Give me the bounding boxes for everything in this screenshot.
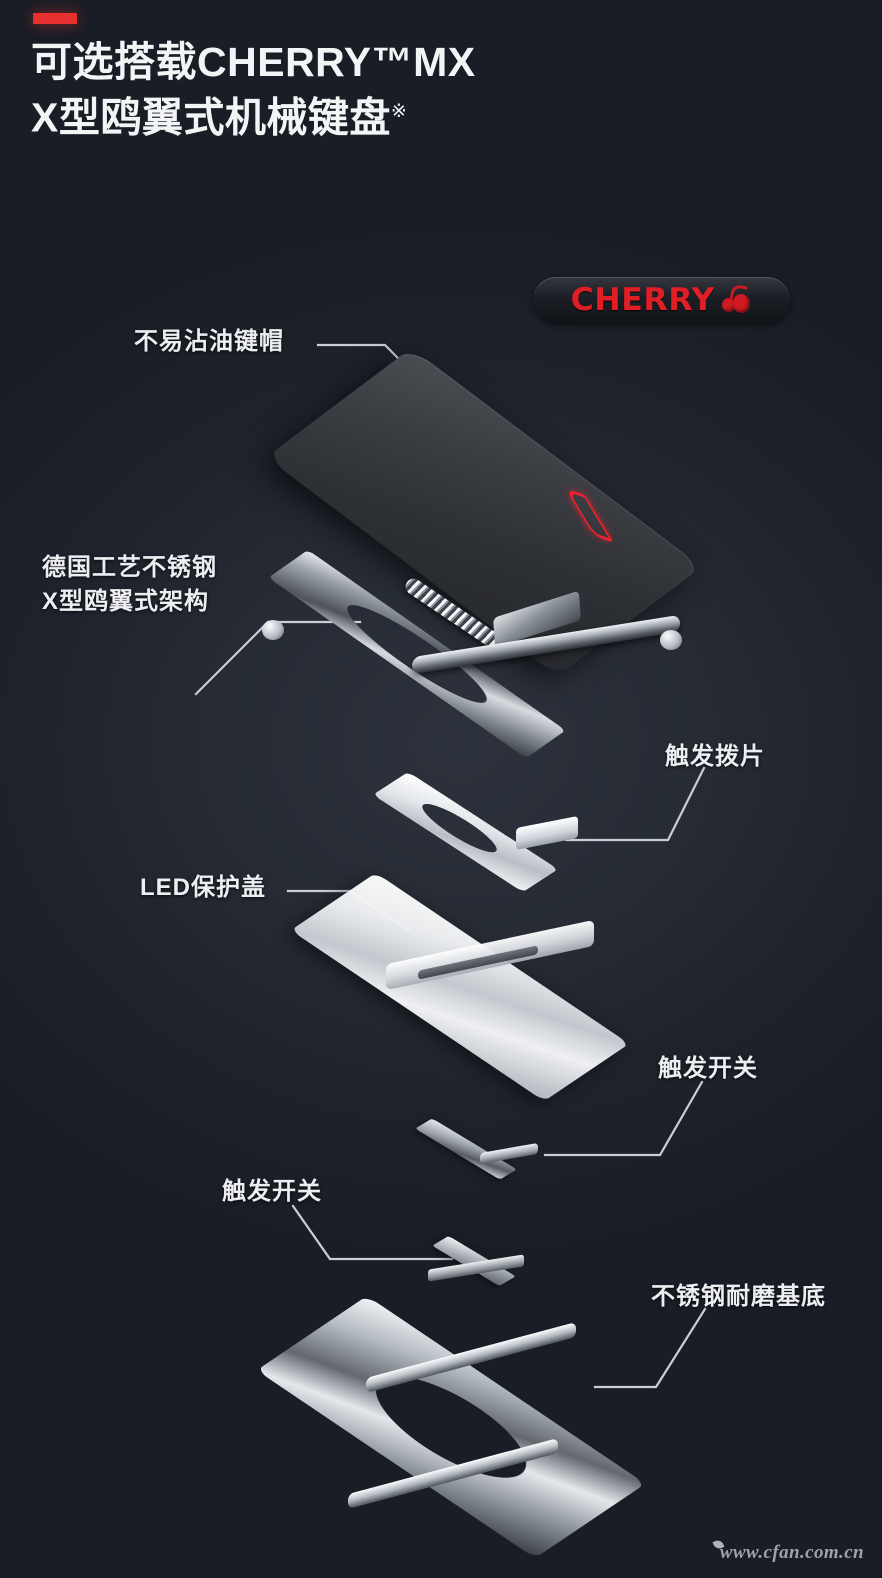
leader-switch-right — [543, 1080, 704, 1157]
site-watermark: www.cfan.com.cn — [712, 1538, 864, 1564]
callout-scissor-line2: X型鸥翼式架构 — [42, 588, 210, 615]
callout-keycap: 不易沾油键帽 — [134, 328, 284, 355]
watermark-text: www.cfan.com.cn — [719, 1542, 864, 1563]
part-led-cover — [290, 872, 690, 1102]
headline-superscript: ※ — [390, 101, 408, 122]
callout-switch-right: 触发开关 — [658, 1055, 758, 1082]
part-trigger-paddle — [372, 771, 588, 893]
callout-led-cover: LED保护盖 — [140, 874, 266, 901]
red-accent-bar — [33, 13, 77, 24]
part-trigger-switch-2 — [428, 1235, 538, 1292]
cherry-logo-text: CHERRY — [570, 282, 715, 318]
headline-line-2: X型鸥翼式机械键盘 — [31, 94, 391, 141]
callout-switch-left: 触发开关 — [222, 1178, 322, 1205]
callout-paddle: 触发拨片 — [665, 743, 765, 770]
part-trigger-switch-1 — [415, 1118, 548, 1180]
headline-line-1: 可选搭载CHERRY™MX — [31, 39, 476, 85]
part-scissor-mechanism — [262, 549, 682, 759]
callout-base-plate: 不锈钢耐磨基底 — [651, 1283, 826, 1310]
keycap-legend-icon — [565, 488, 614, 543]
cherry-fruit-icon — [721, 283, 751, 315]
part-base-plate — [256, 1295, 686, 1559]
cherry-brand-logo: CHERRY — [533, 277, 790, 323]
callout-scissor-line1: 德国工艺不锈钢 — [42, 554, 217, 581]
page-title: 可选搭载CHERRY™MX X型鸥翼式机械键盘※ — [31, 38, 791, 143]
